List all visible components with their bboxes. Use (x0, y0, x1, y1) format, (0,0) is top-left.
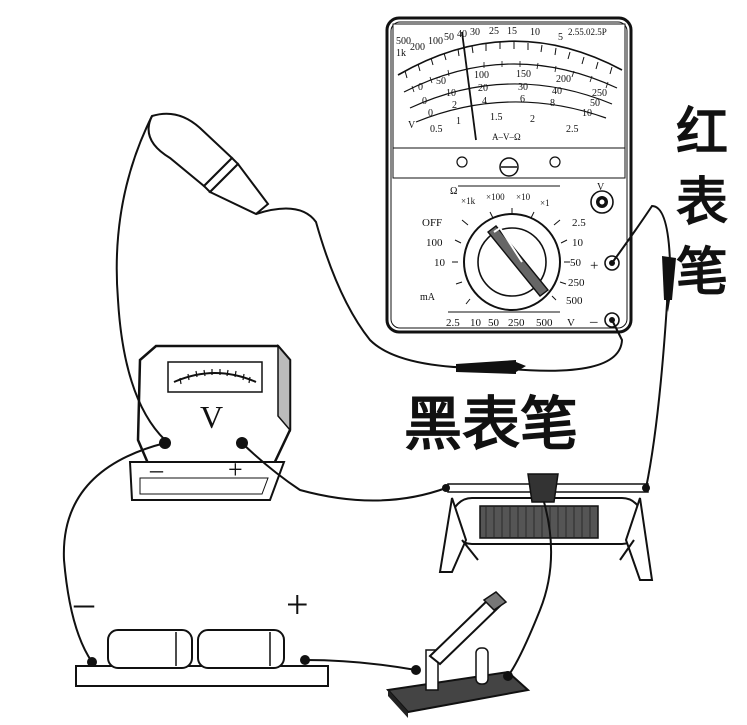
mid3-4: 8 (550, 98, 555, 109)
mid3-3: 6 (520, 94, 525, 105)
mid1-4: 200 (556, 74, 571, 85)
rheostat (438, 473, 654, 581)
mid2-2: 20 (478, 83, 488, 94)
black-probe (456, 360, 526, 374)
battery-holder: – + (73, 580, 329, 687)
mid3-0: 0 (428, 108, 433, 119)
mid3-5: 10 (582, 108, 592, 119)
red-probe-char-3: 笔 (676, 243, 728, 303)
mid2-0: 0 (422, 96, 427, 107)
mid2-5: 50 (590, 98, 600, 109)
rheostat-slider[interactable] (527, 473, 559, 503)
dial-ma: mA (420, 292, 436, 303)
mid1-1: 50 (436, 76, 446, 87)
battery-cell-1 (107, 629, 193, 669)
red-probe-char-1: 红 (676, 103, 728, 163)
dial-r-2: 50 (570, 257, 582, 269)
voltmeter-symbol: V (200, 399, 223, 435)
mid2-1: 10 (446, 88, 456, 99)
voltmeter: V – + (128, 343, 292, 501)
v-mark: V (408, 120, 416, 131)
omega-4: ×1 (540, 198, 550, 208)
mid1-5: 250 (592, 88, 607, 99)
bottom-4: 500 (536, 317, 553, 329)
mid2-4: 40 (552, 86, 562, 97)
ohm-label-10: 5 (558, 32, 563, 43)
battery-plus-sign: + (286, 582, 309, 627)
ohm-label-8: 15 (507, 26, 517, 37)
ohm-label-1: 1k (396, 48, 406, 59)
dial-10: 10 (434, 257, 446, 269)
omega-1: ×1k (461, 196, 476, 206)
ohm-adjust-knob[interactable]: V (590, 182, 614, 214)
range-selector-dial[interactable] (452, 208, 570, 311)
meter-needle (461, 31, 477, 141)
func-label: A–V–Ω (492, 132, 521, 142)
battery-minus-sign: – (73, 580, 95, 625)
omega-0: Ω (450, 186, 457, 197)
voltmeter-plus-sign: + (228, 455, 243, 484)
dial-100: 100 (426, 237, 443, 249)
svg-text:V: V (597, 182, 605, 193)
mm-plus-sign: + (590, 258, 598, 274)
low-0: 0.5 (430, 124, 443, 135)
mid3-1: 2 (452, 100, 457, 111)
bottom-1: 10 (470, 317, 482, 329)
mid2-3: 30 (518, 82, 528, 93)
dial-off: OFF (422, 217, 442, 229)
mid1-0: 0 (418, 82, 423, 93)
ohm-label-2: 200 (410, 42, 425, 53)
ohm-label-3: 100 (428, 36, 443, 47)
dial-r-0: 2.5 (572, 217, 586, 229)
light-bulb (147, 112, 270, 216)
black-probe-label: 黑表笔 (404, 390, 578, 458)
bottom-0: 2.5 (446, 317, 460, 329)
bottom-3: 250 (508, 317, 525, 329)
dial-r-3: 250 (568, 277, 585, 289)
mid1-2: 100 (474, 70, 489, 81)
voltmeter-minus-sign: – (149, 455, 164, 484)
ohm-label-7: 25 (489, 26, 499, 37)
mid1-3: 150 (516, 69, 531, 80)
wires (62, 115, 671, 677)
battery-cell-2 (197, 629, 285, 669)
top-right-label: 2.55.02.5P (568, 27, 607, 37)
ohm-label-6: 30 (470, 27, 480, 38)
bottom-v: V (567, 317, 575, 329)
dial-r-4: 500 (566, 295, 583, 307)
knife-switch[interactable] (386, 591, 531, 718)
red-probe (662, 256, 676, 312)
zero-adjust[interactable] (392, 147, 626, 179)
red-probe-label: 红 表 笔 (676, 103, 728, 303)
ohm-label-0: 500 (396, 36, 411, 47)
multimeter: 500 1k 200 100 50 40 30 25 15 10 5 2.55.… (385, 16, 633, 334)
low-2: 1.5 (490, 112, 503, 123)
ohm-label-4: 50 (444, 32, 454, 43)
dial-r-1: 10 (572, 237, 584, 249)
mm-minus-sign: – (589, 314, 598, 330)
ohm-label-9: 10 (530, 27, 540, 38)
omega-3: ×10 (516, 192, 531, 202)
omega-2: ×100 (486, 192, 505, 202)
red-probe-char-2: 表 (676, 173, 728, 233)
mid3-2: 4 (482, 96, 487, 107)
low-3: 2 (530, 114, 535, 125)
bottom-2: 50 (488, 317, 500, 329)
meter-face: 500 1k 200 100 50 40 30 25 15 10 5 2.55.… (392, 23, 626, 149)
low-1: 1 (456, 116, 461, 127)
low-4: 2.5 (566, 124, 579, 135)
